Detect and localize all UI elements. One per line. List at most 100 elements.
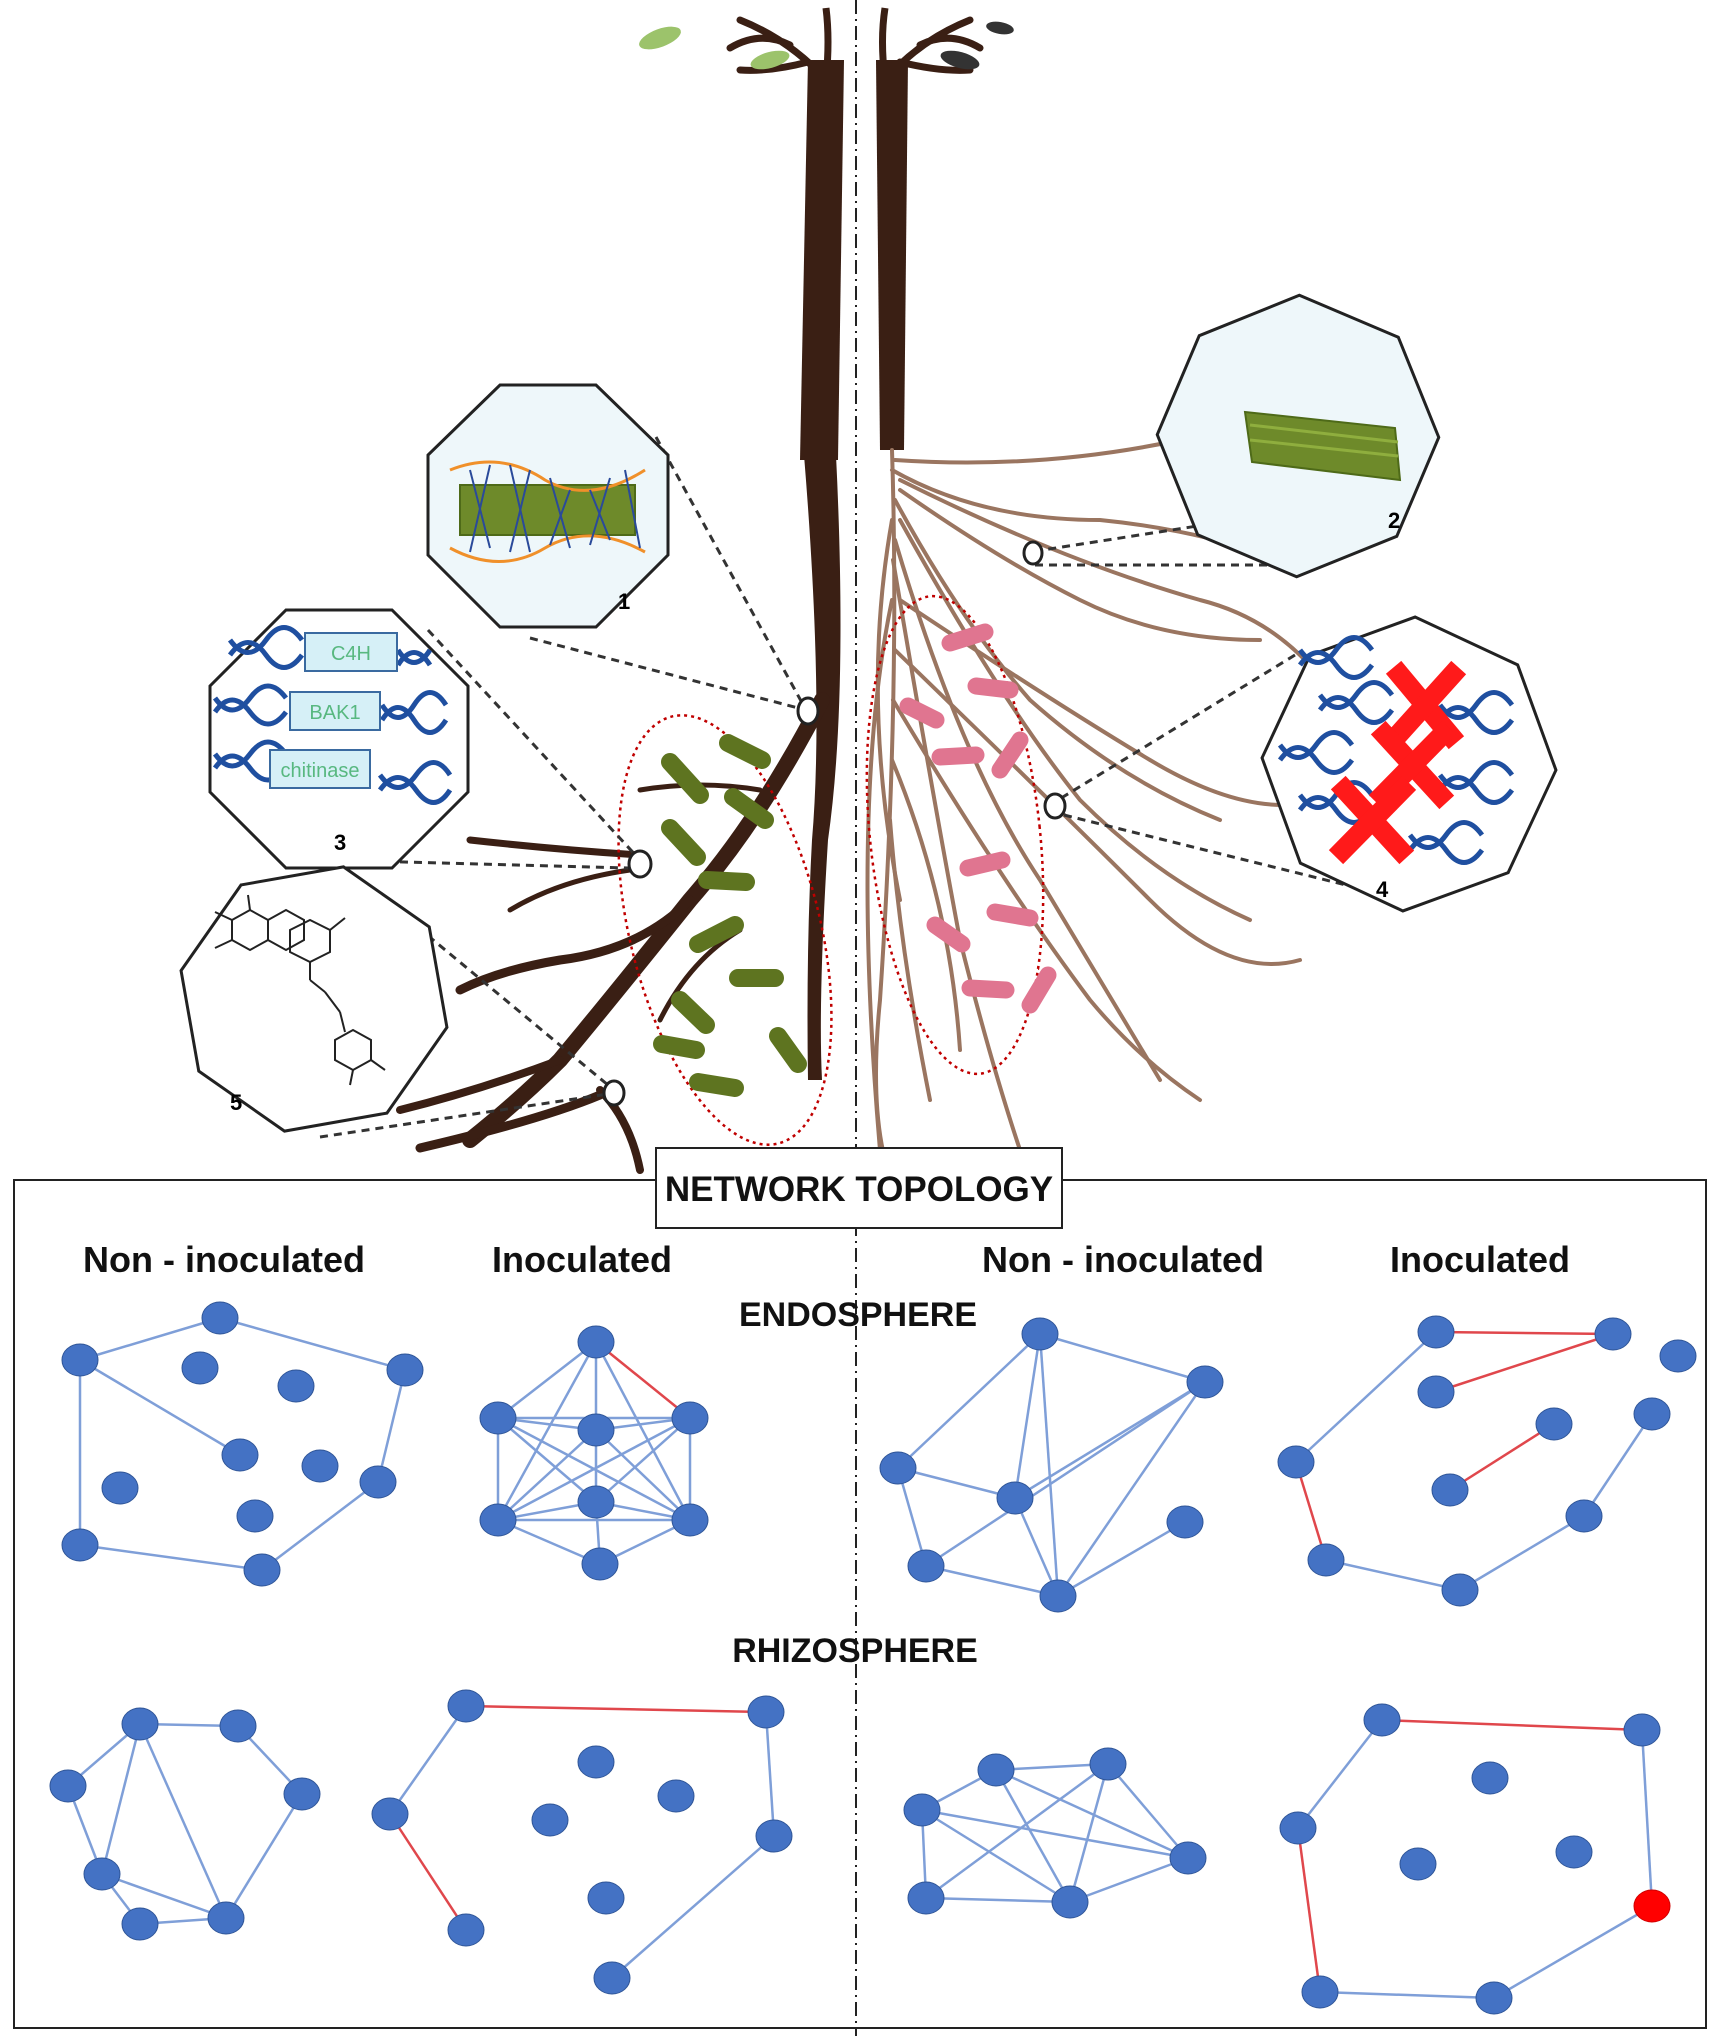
network-node	[581, 1547, 619, 1581]
positive-edge	[224, 1793, 304, 1919]
network-node	[1431, 1473, 1469, 1507]
positive-edge	[1640, 1729, 1654, 1907]
network-node	[755, 1819, 793, 1853]
positive-edge	[1013, 1497, 1060, 1597]
positive-edge	[497, 1341, 597, 1419]
network-node	[1475, 1981, 1513, 2015]
network-node	[1363, 1703, 1401, 1737]
positive-edge	[925, 1762, 1109, 1900]
network-node	[1186, 1365, 1224, 1399]
network-node	[479, 1401, 517, 1435]
positive-edge	[1459, 1514, 1585, 1592]
healthy-plant	[396, 7, 844, 1174]
row-label-endosphere: ENDOSPHERE	[739, 1296, 977, 1334]
panel-title-box	[655, 1147, 1063, 1229]
bacteria-region-healthy	[617, 714, 833, 1146]
col-label-1: Non - inoculated	[83, 1239, 365, 1280]
network-node	[61, 1343, 99, 1377]
positive-edge	[1297, 1719, 1383, 1829]
negative-edge	[1294, 1461, 1328, 1561]
network-node	[1441, 1573, 1479, 1607]
network-node	[879, 1451, 917, 1485]
positive-edge	[1582, 1413, 1654, 1517]
positive-edge	[994, 1769, 1072, 1903]
callout-2-number: 2	[1388, 508, 1400, 533]
callout-3-number: 3	[334, 830, 346, 855]
bacteria-region-diseased	[865, 594, 1045, 1076]
row-label-rhizosphere: RHIZOSPHERE	[732, 1632, 978, 1670]
positive-edge	[1068, 1763, 1110, 1903]
network-node	[1594, 1317, 1632, 1351]
fibrous-roots	[865, 436, 1332, 1162]
callout-1: 1	[426, 383, 670, 629]
network-node	[1051, 1885, 1089, 1919]
callout-3: C4H BAK1 chitinase 3	[208, 608, 470, 870]
positive-edge	[79, 1543, 263, 1572]
network-rhizo-inoc	[371, 1689, 793, 1995]
network-node	[121, 1707, 159, 1741]
network-node	[479, 1503, 517, 1537]
network-node	[1659, 1339, 1697, 1373]
network-node	[577, 1745, 615, 1779]
network-endo-inoc-2	[1277, 1315, 1697, 1607]
network-node	[243, 1553, 281, 1587]
positive-edge	[925, 1380, 1206, 1568]
gene-label-bak1: BAK1	[309, 702, 360, 724]
positive-edge	[897, 1466, 1016, 1500]
positive-edge	[1325, 1558, 1461, 1592]
positive-edge	[1057, 1520, 1186, 1598]
network-node	[207, 1901, 245, 1935]
network-node	[1417, 1375, 1455, 1409]
network-node	[221, 1438, 259, 1472]
negative-edge	[1435, 1332, 1614, 1394]
negative-edge	[388, 1813, 468, 1931]
positive-edge	[995, 1762, 1109, 1772]
network-node	[747, 1695, 785, 1729]
network-node	[236, 1499, 274, 1533]
positive-edge	[496, 1341, 598, 1521]
positive-edge	[1014, 1380, 1206, 1500]
network-node	[1301, 1975, 1339, 2009]
positive-edge	[1039, 1332, 1206, 1384]
network-node	[1166, 1505, 1204, 1539]
network-node	[1277, 1445, 1315, 1479]
callout-1-number: 1	[618, 589, 630, 614]
positive-edge	[1493, 1904, 1653, 2000]
network-node	[907, 1881, 945, 1915]
chemical-structure	[214, 894, 386, 1086]
positive-edge	[100, 1723, 142, 1875]
positive-edge	[1295, 1331, 1437, 1463]
network-node	[671, 1401, 709, 1435]
network-node	[1039, 1579, 1077, 1613]
network-node	[1417, 1315, 1455, 1349]
green-bacteria	[653, 734, 807, 1097]
highlighted-node	[1633, 1889, 1671, 1923]
callout-4-number: 4	[1376, 877, 1389, 902]
network-node	[531, 1803, 569, 1837]
network-node	[61, 1528, 99, 1562]
panel-title: NETWORK TOPOLOGY	[665, 1170, 1053, 1209]
positive-edge	[1107, 1763, 1189, 1859]
positive-edge	[896, 1467, 928, 1567]
gene-label-chitinase: chitinase	[281, 760, 360, 782]
network-node	[587, 1881, 625, 1915]
positive-edge	[594, 1341, 692, 1521]
network-node	[277, 1369, 315, 1403]
positive-edge	[1069, 1856, 1189, 1904]
network-node	[359, 1465, 397, 1499]
positive-edge	[1319, 1990, 1495, 2000]
callout-5: 5	[179, 865, 449, 1133]
positive-edge	[79, 1358, 241, 1457]
negative-edge	[1449, 1422, 1555, 1492]
positive-edge	[1038, 1333, 1060, 1597]
network-endo-noninoc	[61, 1301, 424, 1587]
gene-label-c4h: C4H	[331, 643, 371, 665]
negative-edge	[595, 1341, 691, 1419]
positive-edge	[595, 1417, 691, 1503]
network-node	[83, 1857, 121, 1891]
network-node	[977, 1753, 1015, 1787]
positive-edge	[497, 1416, 691, 1522]
network-node	[121, 1907, 159, 1941]
positive-edge	[1056, 1381, 1207, 1597]
positive-edge	[388, 1705, 468, 1815]
